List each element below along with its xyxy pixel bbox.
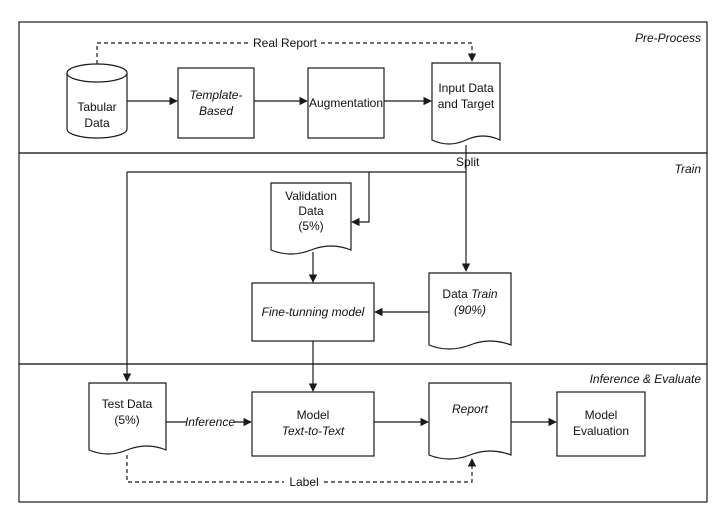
input-data-label-2: and Target	[438, 97, 495, 111]
data-train-node	[428, 272, 512, 350]
inference-label-bg	[186, 414, 234, 428]
input-data-node	[431, 62, 501, 145]
section-title-preprocess: Pre-Process	[635, 31, 701, 45]
input-data-label-1: Input Data	[438, 81, 494, 95]
data-train-label-1: Data Train	[442, 287, 497, 301]
finetune-label: Fine-tunning model	[262, 305, 365, 319]
test-data-node	[88, 382, 167, 455]
model-label-2: Text-to-Text	[282, 424, 345, 438]
split-label: Split	[456, 155, 480, 169]
template-based-label-2: Based	[199, 104, 233, 118]
report-node	[428, 382, 512, 460]
inference-label: Inference	[185, 415, 235, 429]
test-data-label-2: (5%)	[114, 413, 139, 427]
data-train-label-2: (90%)	[454, 303, 486, 317]
augmentation-label: Augmentation	[309, 96, 383, 110]
label-edge-bg	[284, 475, 324, 489]
edge-real-report	[96, 42, 477, 64]
model-label-1: Model	[297, 408, 330, 422]
model-evaluation-label-2: Evaluation	[573, 424, 629, 438]
template-based-node	[177, 67, 255, 139]
real-report-label: Real Report	[253, 36, 318, 50]
real-report-label-bg	[250, 36, 320, 50]
report-label: Report	[452, 402, 489, 416]
validation-data-label-3: (5%)	[298, 219, 323, 233]
preprocess-edges	[96, 42, 477, 106]
model-evaluation-label-1: Model	[585, 408, 618, 422]
validation-data-label-2: Data	[298, 204, 324, 218]
edge-split-validation	[351, 172, 370, 227]
train-edges	[122, 145, 471, 392]
section-frames	[18, 21, 708, 503]
section-title-train: Train	[675, 162, 702, 176]
data-train-prefix: Data	[442, 287, 471, 301]
label-edge-label: Label	[289, 475, 318, 489]
data-train-emph: Train	[471, 287, 498, 301]
template-based-label-1: Template-	[190, 88, 243, 102]
inference-section	[18, 363, 708, 503]
section-title-inference: Inference & Evaluate	[590, 372, 702, 386]
tabular-data-label-1: Tabular	[77, 100, 116, 114]
tabular-data-label-2: Data	[84, 116, 110, 130]
validation-data-node	[270, 182, 352, 255]
validation-data-label-1: Validation	[285, 189, 337, 203]
tabular-data-node	[66, 63, 128, 139]
finetune-node	[251, 282, 375, 342]
test-data-label-1: Test Data	[102, 397, 153, 411]
model-node	[251, 391, 375, 457]
augmentation-node	[307, 67, 385, 139]
model-evaluation-node	[556, 391, 646, 457]
